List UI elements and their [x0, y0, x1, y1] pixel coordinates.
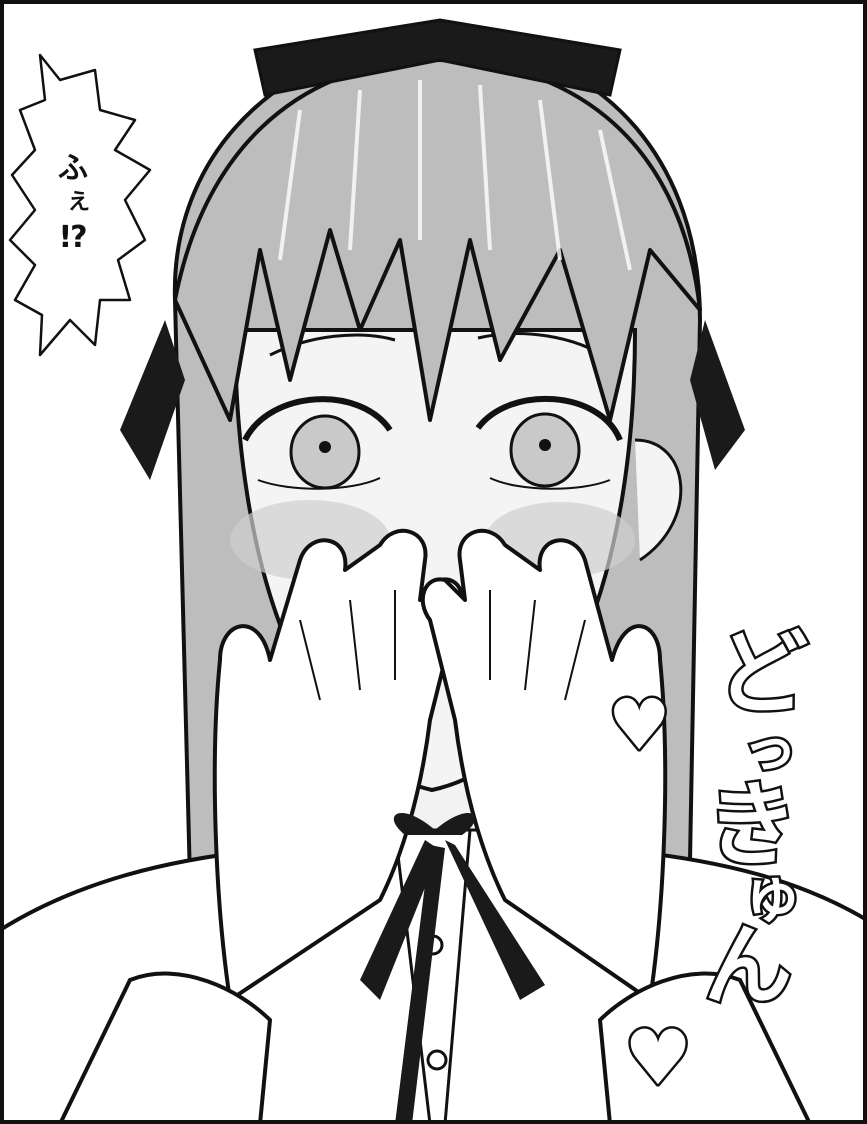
speech-char: ふ	[58, 151, 88, 186]
sfx-char: ゅ	[740, 861, 805, 931]
blush	[230, 500, 390, 580]
side-ribbon	[690, 320, 745, 470]
speech-bubble-text: ふ え !?	[42, 150, 102, 258]
speech-exclamation: !?	[58, 220, 87, 255]
heart-icon: ♥	[606, 684, 674, 766]
sfx-char: ど	[713, 620, 810, 727]
sfx-char: っ	[741, 717, 800, 780]
sfx-char: ん	[701, 914, 794, 1017]
speech-bubble	[8, 53, 152, 357]
shirt-button	[426, 1049, 448, 1071]
sound-effect: ど っ き ゅ ん ♥ ♥	[606, 620, 811, 1098]
right-hand	[420, 528, 668, 1002]
side-ribbon	[120, 320, 185, 480]
collar-ribbon	[360, 813, 545, 1124]
speech-char: え	[67, 190, 90, 215]
ear	[634, 438, 683, 562]
left-hand	[212, 528, 465, 1002]
sfx-char: き	[703, 772, 800, 879]
left-eye	[242, 396, 393, 490]
hair-ribbon	[253, 18, 622, 97]
hair-highlights	[278, 80, 632, 271]
left-sleeve	[57, 971, 273, 1124]
right-sleeve	[597, 971, 813, 1124]
right-eye	[475, 395, 623, 490]
heart-icon: ♥	[621, 1013, 694, 1102]
